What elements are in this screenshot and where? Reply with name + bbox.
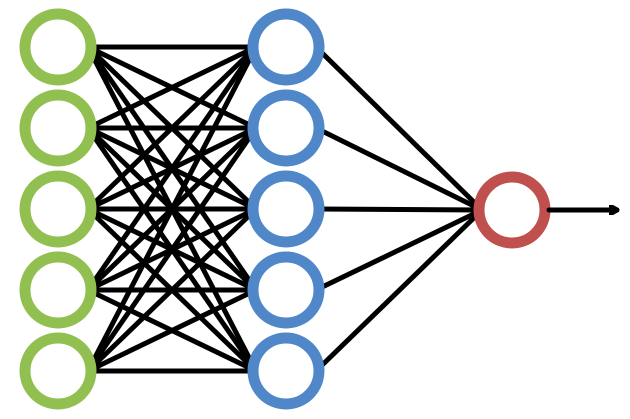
hidden-node-2 bbox=[247, 89, 325, 167]
edge-hidden-3-to-output-1 bbox=[313, 206, 485, 213]
edge-hidden-5-to-output-1 bbox=[313, 207, 485, 374]
edge-input-5-to-hidden-3 bbox=[85, 206, 259, 374]
hidden-node-1 bbox=[247, 8, 325, 86]
input-node-5 bbox=[19, 332, 97, 410]
edge-input-3-to-hidden-1 bbox=[85, 44, 259, 212]
edge-input-4-to-hidden-1 bbox=[85, 44, 259, 293]
nodes-group bbox=[19, 8, 551, 410]
edge-input-5-to-hidden-4 bbox=[85, 287, 259, 374]
output-node-1 bbox=[473, 171, 551, 249]
input-node-4 bbox=[19, 251, 97, 329]
input-node-1 bbox=[19, 8, 97, 86]
input-node-2 bbox=[19, 89, 97, 167]
input-node-3 bbox=[19, 170, 97, 248]
edge-input-2-to-hidden-1 bbox=[85, 44, 259, 131]
connections-group bbox=[85, 44, 485, 374]
edge-hidden-4-to-output-1 bbox=[313, 207, 485, 293]
hidden-node-4 bbox=[247, 251, 325, 329]
edge-hidden-2-to-output-1 bbox=[313, 125, 485, 213]
hidden-node-5 bbox=[247, 332, 325, 410]
edge-input-5-to-hidden-2 bbox=[85, 125, 259, 374]
hidden-node-3 bbox=[247, 170, 325, 248]
edge-hidden-1-to-output-1 bbox=[313, 44, 485, 213]
edge-input-5-to-hidden-1 bbox=[85, 44, 259, 374]
